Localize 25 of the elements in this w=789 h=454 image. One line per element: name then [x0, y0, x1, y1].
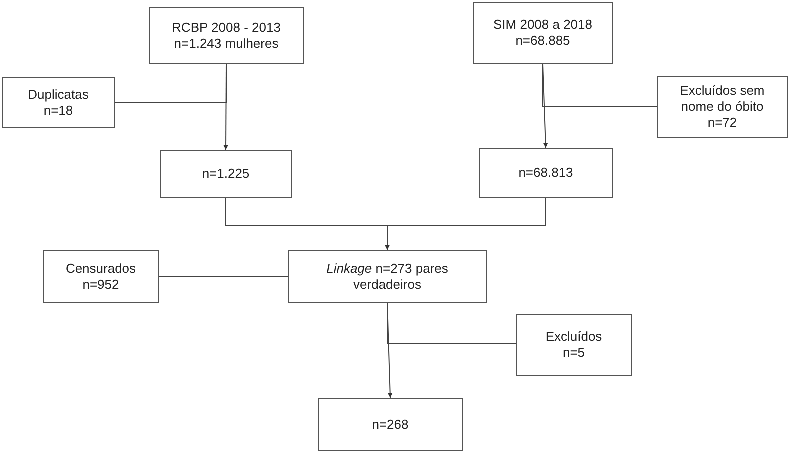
box-text: RCBP 2008 - 2013 n=1.243 mulheres [171, 20, 282, 52]
box-text: Censurados n=952 [64, 260, 138, 292]
process-box [657, 76, 788, 138]
process-box [43, 250, 159, 303]
connector-line [542, 64, 658, 108]
box-text: n=68.813 [518, 165, 574, 181]
box-text: Duplicatas n=18 [27, 86, 90, 118]
connector-line [158, 276, 288, 277]
process-box [473, 2, 613, 64]
box-text: Linkage n=273 pares verdadeiros [326, 260, 450, 292]
process-box [2, 77, 115, 128]
arrow [385, 198, 546, 250]
process-box [516, 314, 632, 376]
arrow [387, 302, 393, 398]
box-text: Excluídos sem nome do óbito n=72 [679, 83, 766, 131]
box-text: SIM 2008 a 2018 n=68.885 [492, 17, 594, 49]
connector-line [114, 64, 227, 104]
process-box [318, 398, 463, 451]
process-box [160, 150, 292, 198]
box-text: n=1.225 [202, 166, 250, 182]
process-box [149, 7, 304, 64]
box-text: Excluídos n=5 [544, 329, 604, 361]
process-box [479, 148, 613, 198]
box-text: n=268 [372, 416, 409, 432]
process-box [288, 250, 487, 303]
